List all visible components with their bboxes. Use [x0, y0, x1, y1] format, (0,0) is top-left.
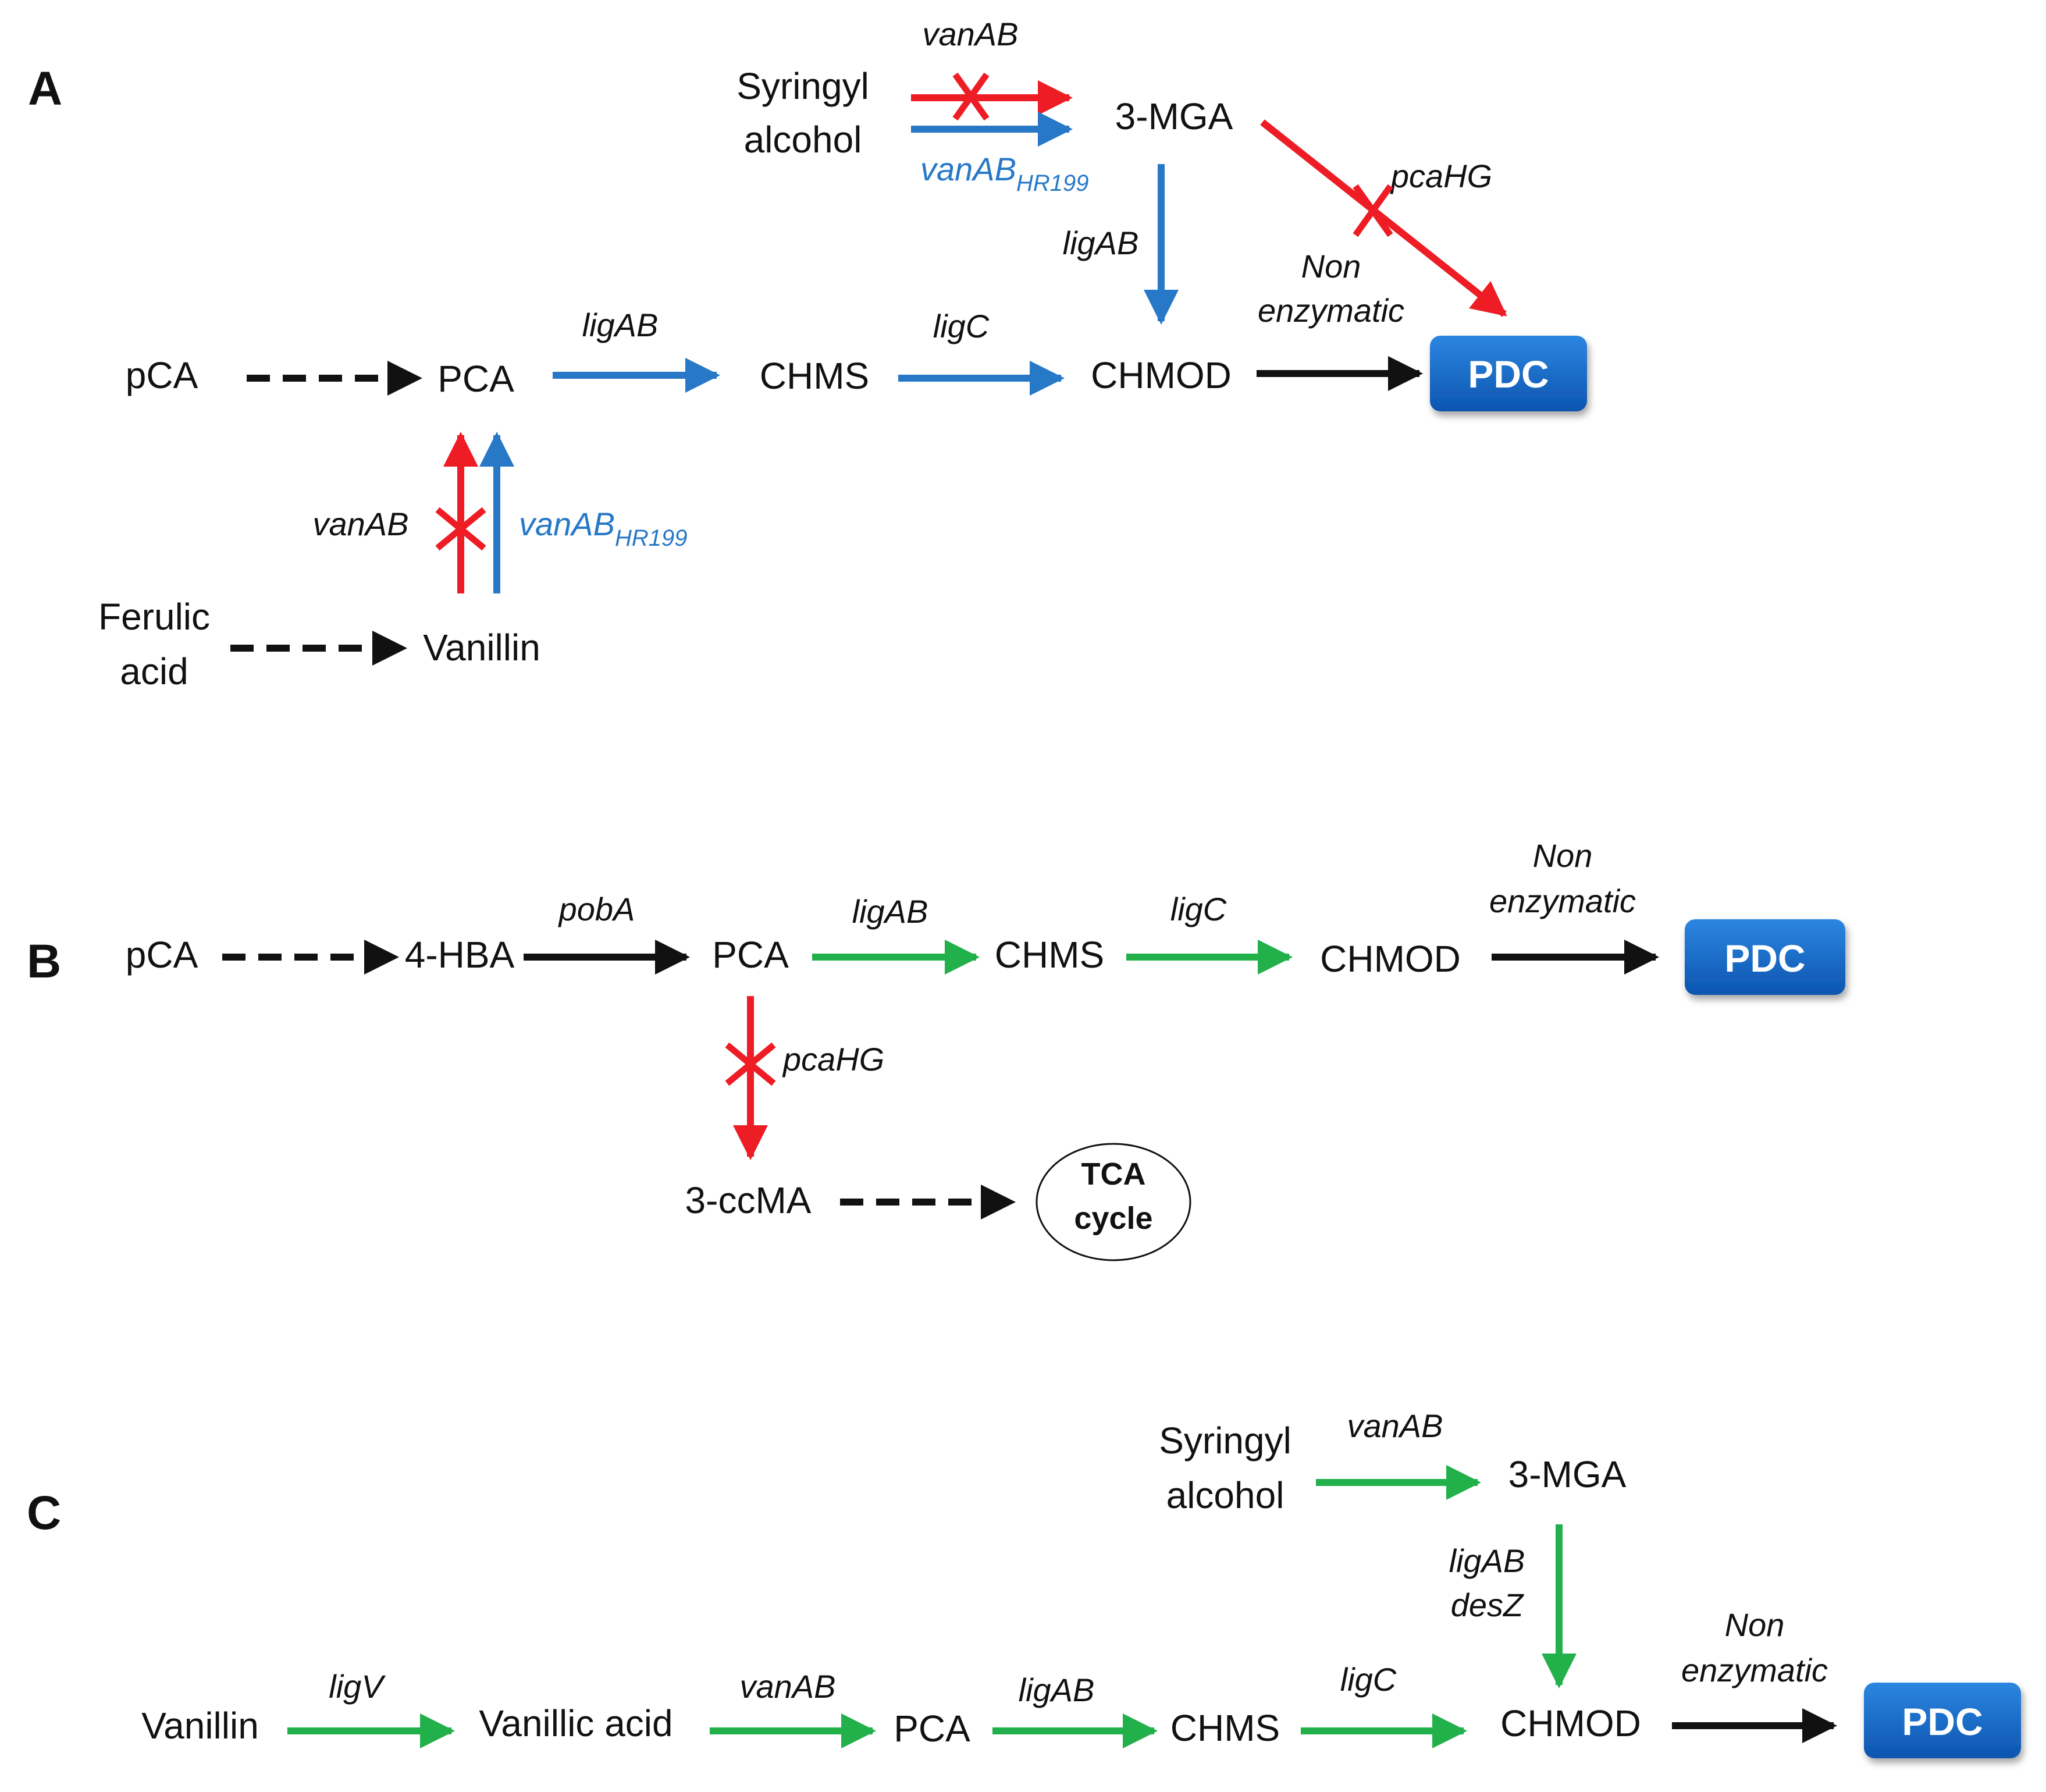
b-3-ccma: 3-ccMA	[685, 1179, 812, 1221]
a-ferulic-acid-line2: acid	[120, 650, 188, 692]
b-tca-line1: TCA	[1081, 1157, 1146, 1192]
a-block-x-pcahg	[1353, 184, 1393, 237]
c-ligab: ligAB	[1019, 1672, 1095, 1708]
b-tca-cycle: TCA cycle	[1036, 1143, 1191, 1261]
a-vanab-hr199-top-main: vanAB	[920, 151, 1016, 187]
a-vanillin: Vanillin	[423, 627, 540, 669]
b-non-enzymatic-line1: Non	[1533, 837, 1593, 874]
a-syringyl-alcohol-line1: Syringyl	[736, 65, 869, 107]
c-chmod: CHMOD	[1500, 1702, 1641, 1744]
c-syringyl-alcohol-line2: alcohol	[1166, 1474, 1284, 1516]
a-block-x-left	[435, 507, 486, 551]
b-tca-ellipse	[1036, 1143, 1191, 1261]
panel-b: B pCA 4-HBA PCA CHMS CHMOD 3-ccMA TCA cy…	[27, 837, 1845, 1261]
b-chmod: CHMOD	[1320, 938, 1461, 980]
a-pca: PCA	[437, 358, 514, 400]
a-vanab-hr199-top-sub: HR199	[1016, 170, 1089, 196]
a-ligc: ligC	[933, 308, 990, 344]
a-pdc-box-shape	[1430, 336, 1587, 411]
panel-a: A Syringyl alcohol 3-MGA pCA PCA CHMS CH…	[28, 16, 1587, 692]
b-block-x-pcahg	[725, 1042, 776, 1086]
c-pdc-label: PDC	[1902, 1700, 1983, 1743]
b-pdc-box: PDC	[1685, 919, 1845, 995]
a-ferulic-acid-line1: Ferulic	[98, 596, 210, 638]
c-vanab: vanAB	[740, 1668, 836, 1705]
c-vanillin: Vanillin	[141, 1705, 259, 1747]
c-desz-vertical: desZ	[1451, 1587, 1524, 1623]
a-ligab-vertical: ligAB	[1063, 225, 1139, 261]
c-chms: CHMS	[1170, 1707, 1280, 1749]
b-pdc-label: PDC	[1724, 937, 1805, 980]
c-ligc: ligC	[1340, 1661, 1397, 1698]
b-4-hba: 4-HBA	[405, 934, 515, 976]
b-chms: CHMS	[995, 934, 1104, 976]
a-non-enzymatic-line1: Non	[1301, 248, 1361, 285]
b-pca: PCA	[712, 934, 789, 976]
a-non-enzymatic-line2: enzymatic	[1258, 292, 1404, 329]
a-syringyl-alcohol-line2: alcohol	[744, 119, 862, 161]
a-pca-coumaric: pCA	[126, 354, 198, 396]
c-non-enzymatic-line2: enzymatic	[1681, 1652, 1828, 1688]
a-ligab: ligAB	[582, 307, 659, 343]
c-ligab-vertical: ligAB	[1449, 1542, 1525, 1579]
a-vanab-hr199-right-main: vanAB	[519, 506, 615, 542]
c-vanab-top: vanAB	[1347, 1407, 1443, 1444]
c-pdc-box-shape	[1864, 1683, 2021, 1758]
a-3-mga: 3-MGA	[1115, 95, 1233, 137]
a-pdc-box: PDC	[1430, 336, 1587, 411]
b-pca-coumaric: pCA	[126, 934, 198, 976]
c-vanillic-acid: Vanillic acid	[479, 1702, 672, 1744]
a-vanab-hr199-top: vanABHR199	[920, 151, 1089, 196]
c-pdc-box: PDC	[1864, 1683, 2021, 1758]
c-non-enzymatic-line1: Non	[1725, 1606, 1785, 1643]
panel-a-label: A	[28, 62, 62, 115]
a-vanab-top: vanAB	[923, 16, 1019, 52]
b-tca-line2: cycle	[1074, 1201, 1152, 1236]
b-ligc: ligC	[1170, 891, 1227, 927]
panel-b-label: B	[27, 935, 61, 988]
a-vanab-hr199-right: vanABHR199	[519, 506, 688, 551]
b-pdc-box-shape	[1685, 919, 1845, 995]
panel-c: C Syringyl alcohol 3-MGA Vanillin Vanill…	[27, 1407, 2021, 1758]
a-chmod: CHMOD	[1091, 354, 1232, 396]
b-non-enzymatic-line2: enzymatic	[1489, 883, 1636, 919]
b-poba: pobA	[558, 891, 635, 927]
a-block-x-top	[952, 72, 990, 121]
c-3-mga: 3-MGA	[1508, 1453, 1627, 1495]
panel-c-label: C	[27, 1487, 61, 1539]
a-vanab-hr199-right-sub: HR199	[615, 525, 688, 551]
c-ligv: ligV	[329, 1668, 386, 1705]
b-ligab: ligAB	[852, 893, 928, 930]
c-pca: PCA	[894, 1708, 970, 1750]
a-arrow-mga-to-pdc-pcahg	[1260, 119, 1507, 317]
a-chms: CHMS	[760, 355, 869, 397]
c-syringyl-alcohol-line1: Syringyl	[1159, 1420, 1291, 1462]
a-vanab-left: vanAB	[313, 506, 409, 542]
a-pdc-label: PDC	[1468, 353, 1549, 396]
a-pcahg: pcaHG	[1390, 158, 1492, 194]
b-pcahg: pcaHG	[782, 1041, 884, 1078]
